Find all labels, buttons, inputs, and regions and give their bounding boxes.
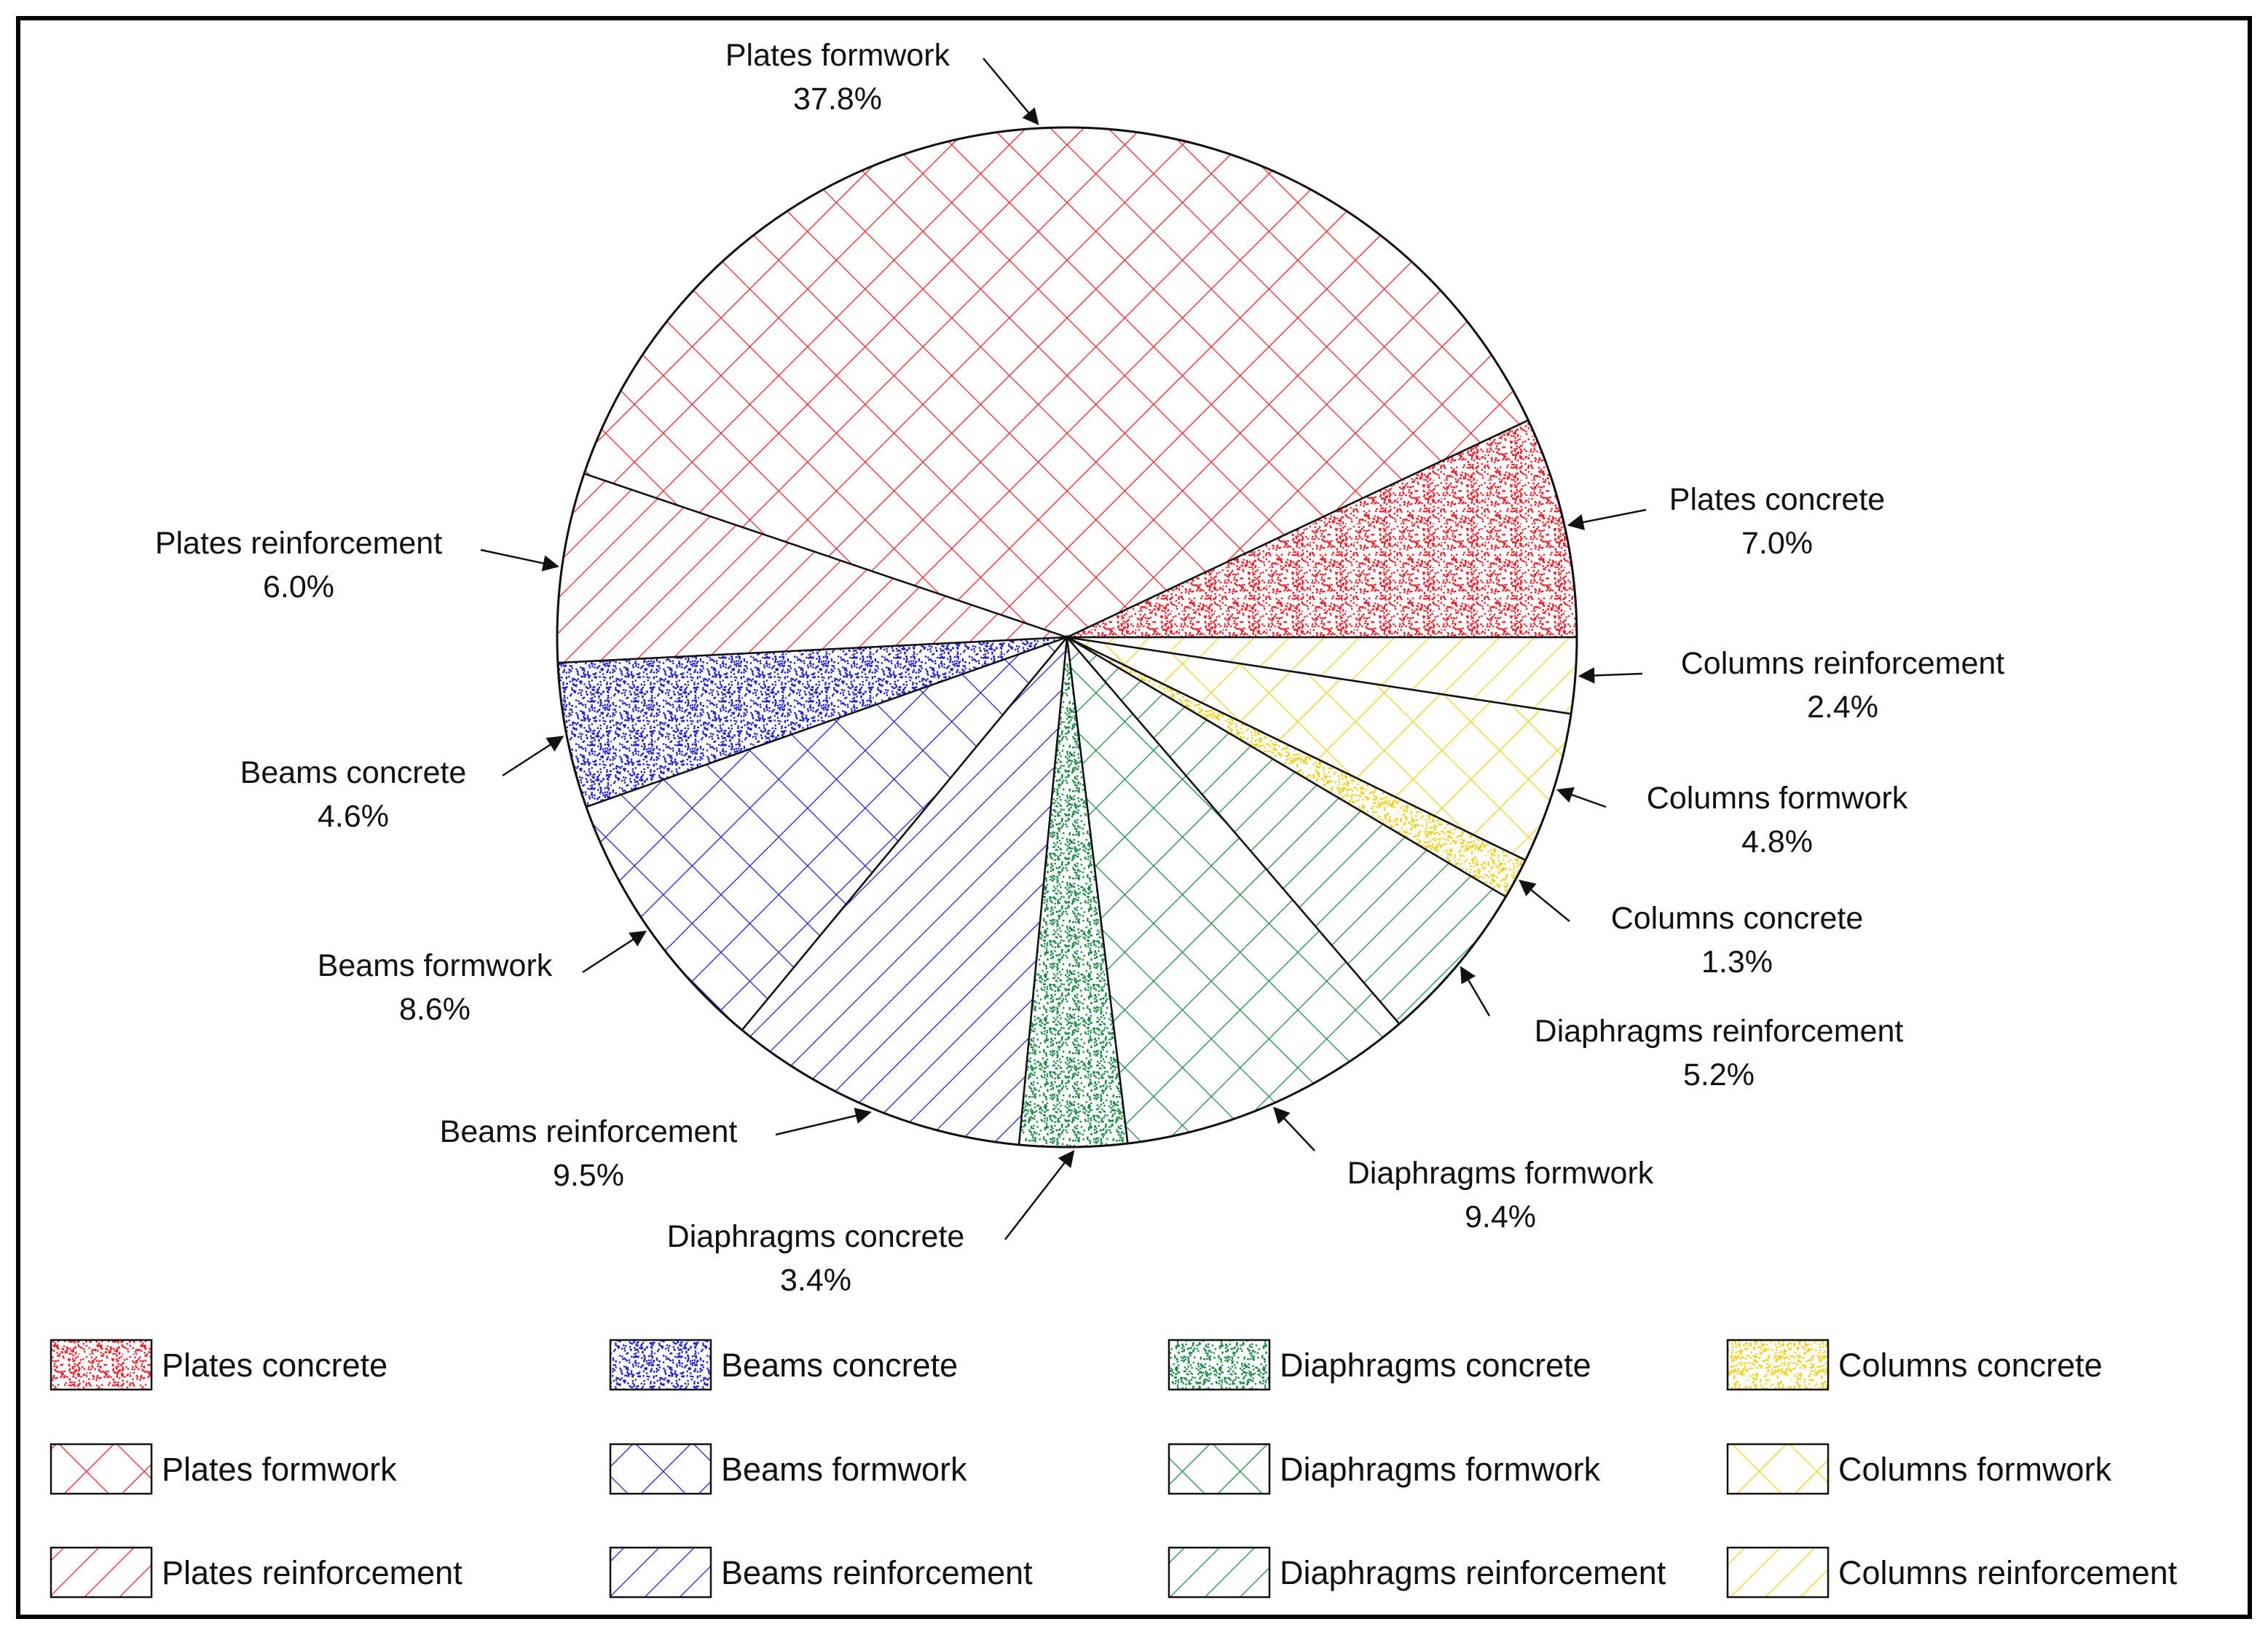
slice-percent-plates-formwork: 37.8% bbox=[793, 82, 882, 117]
legend-label-beams-reinforcement: Beams reinforcement bbox=[721, 1554, 1033, 1591]
slice-label-diaphragms-reinforcement: Diaphragms reinforcement bbox=[1535, 1014, 1904, 1049]
legend-label-diaphragms-reinforcement: Diaphragms reinforcement bbox=[1280, 1554, 1666, 1591]
slice-percent-plates-reinforcement: 6.0% bbox=[263, 570, 334, 604]
leader-diaphragms-formwork bbox=[1272, 1106, 1315, 1151]
leader-diaphragms-concrete bbox=[1004, 1150, 1075, 1240]
slice-percent-plates-concrete: 7.0% bbox=[1741, 526, 1813, 561]
legend-label-beams-concrete: Beams concrete bbox=[721, 1347, 958, 1384]
slice-percent-columns-reinforcement: 2.4% bbox=[1807, 690, 1878, 725]
leader-beams-reinforcement bbox=[775, 1108, 872, 1136]
leader-plates-formwork bbox=[983, 58, 1039, 125]
legend-label-plates-formwork: Plates formwork bbox=[162, 1451, 397, 1488]
leader-plates-reinforcement bbox=[480, 548, 559, 572]
leader-columns-reinforcement bbox=[1578, 667, 1643, 684]
slice-percent-beams-formwork: 8.6% bbox=[399, 992, 470, 1027]
legend-swatch-diaphragms-formwork bbox=[1168, 1443, 1271, 1495]
leader-columns-formwork bbox=[1556, 787, 1607, 808]
slice-label-columns-reinforcement: Columns reinforcement bbox=[1681, 646, 2005, 681]
legend-label-plates-reinforcement: Plates reinforcement bbox=[162, 1554, 462, 1591]
legend-swatch-diaphragms-concrete bbox=[1168, 1339, 1271, 1391]
legend-swatch-beams-concrete bbox=[609, 1339, 712, 1391]
legend-swatch-beams-reinforcement bbox=[609, 1546, 712, 1599]
legend-swatch-columns-reinforcement bbox=[1726, 1546, 1830, 1599]
slice-label-columns-formwork: Columns formwork bbox=[1647, 781, 1908, 816]
leader-beams-formwork bbox=[582, 930, 647, 974]
slice-label-beams-formwork: Beams formwork bbox=[318, 948, 553, 983]
leader-diaphragms-reinforcement bbox=[1460, 966, 1491, 1017]
slice-percent-diaphragms-concrete: 3.4% bbox=[780, 1263, 851, 1298]
legend-label-beams-formwork: Beams formwork bbox=[721, 1451, 967, 1488]
pie-outline bbox=[556, 126, 1578, 1149]
legend-swatch-columns-formwork bbox=[1726, 1443, 1830, 1495]
legend-label-columns-reinforcement: Columns reinforcement bbox=[1838, 1554, 2178, 1591]
slice-label-diaphragms-concrete: Diaphragms concrete bbox=[667, 1219, 965, 1254]
legend-label-diaphragms-concrete: Diaphragms concrete bbox=[1280, 1347, 1591, 1384]
legend-label-columns-formwork: Columns formwork bbox=[1838, 1451, 2112, 1488]
legend-swatch-plates-formwork bbox=[50, 1443, 153, 1495]
legend-swatch-beams-formwork bbox=[609, 1443, 712, 1495]
slice-label-beams-concrete: Beams concrete bbox=[240, 755, 467, 790]
legend-label-plates-concrete: Plates concrete bbox=[162, 1347, 387, 1384]
legend-swatch-columns-concrete bbox=[1726, 1339, 1830, 1391]
slice-label-plates-reinforcement: Plates reinforcement bbox=[155, 526, 442, 561]
slice-percent-diaphragms-reinforcement: 5.2% bbox=[1683, 1057, 1755, 1092]
legend-swatch-plates-reinforcement bbox=[50, 1546, 153, 1599]
leader-plates-concrete bbox=[1567, 508, 1647, 531]
legend-swatch-diaphragms-reinforcement bbox=[1168, 1546, 1271, 1599]
slice-label-plates-concrete: Plates concrete bbox=[1669, 482, 1885, 517]
legend-label-columns-concrete: Columns concrete bbox=[1838, 1347, 2103, 1384]
slice-label-columns-concrete: Columns concrete bbox=[1611, 901, 1864, 936]
slice-label-beams-reinforcement: Beams reinforcement bbox=[440, 1114, 738, 1149]
slice-percent-diaphragms-formwork: 9.4% bbox=[1465, 1199, 1536, 1234]
slice-percent-beams-reinforcement: 9.5% bbox=[553, 1158, 624, 1193]
slice-percent-columns-concrete: 1.3% bbox=[1701, 945, 1773, 980]
slice-label-diaphragms-formwork: Diaphragms formwork bbox=[1347, 1156, 1654, 1191]
slice-label-plates-formwork: Plates formwork bbox=[725, 38, 950, 73]
leader-beams-concrete bbox=[502, 736, 564, 777]
slice-percent-columns-formwork: 4.8% bbox=[1741, 824, 1813, 859]
legend-swatch-plates-concrete bbox=[50, 1339, 153, 1391]
slice-percent-beams-concrete: 4.6% bbox=[318, 799, 389, 834]
legend-label-diaphragms-formwork: Diaphragms formwork bbox=[1280, 1451, 1601, 1488]
leader-columns-concrete bbox=[1519, 879, 1570, 922]
